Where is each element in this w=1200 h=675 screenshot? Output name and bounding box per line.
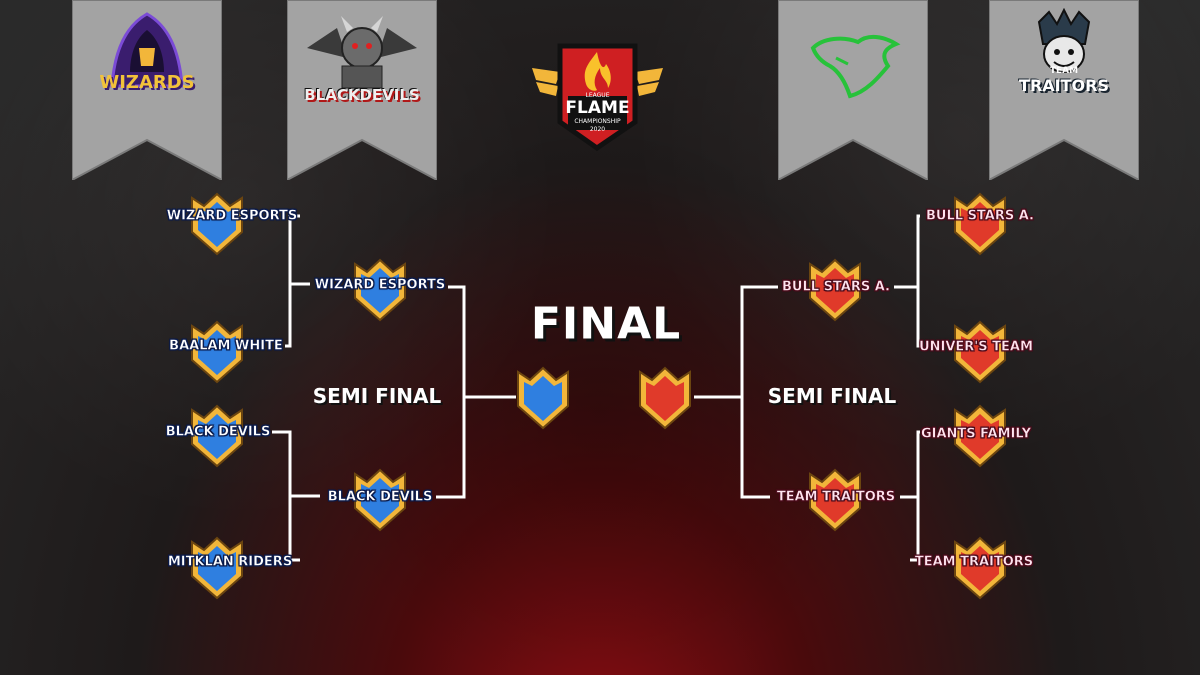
league-year: 2020: [589, 126, 606, 133]
shield-blue: [351, 258, 409, 324]
team-name-right-r1: UNIVER'S TEAM: [919, 339, 1033, 355]
final-label: FINAL: [530, 298, 682, 350]
shield-red: [951, 404, 1009, 470]
team-name-left-sf: WIZARD ESPORTS: [314, 277, 446, 293]
final-shield-red: [636, 366, 694, 432]
banner-bull: [778, 0, 928, 180]
semi-final-label-left: SEMI FINAL: [312, 384, 442, 408]
league-sub: CHAMPIONSHIP: [574, 118, 621, 125]
shield-blue: [188, 404, 246, 470]
banner-wordmark: WIZARDS: [99, 72, 195, 93]
semi-final-label-right: SEMI FINAL: [767, 384, 897, 408]
team-name-left-r1: WIZARD ESPORTS: [166, 208, 298, 224]
shield-red: [806, 468, 864, 534]
shield-red: [951, 536, 1009, 602]
team-name-right-r1: BULL STARS A.: [926, 208, 1034, 224]
team-name-right-sf: BULL STARS A.: [782, 279, 890, 295]
devil-logo-icon: [297, 8, 427, 118]
final-shield-blue: [514, 366, 572, 432]
league-name: FLAME: [565, 98, 630, 118]
shield-blue: [188, 192, 246, 258]
banner-blackdevils: BLACKDEVILS: [287, 0, 437, 180]
team-name-left-r1: BAALAM WHITE: [169, 338, 283, 354]
shield-red: [806, 258, 864, 324]
league-logo: LEAGUE FLAME CHAMPIONSHIP 2020: [530, 40, 665, 158]
banner-wordmark-super: TEAM: [1049, 66, 1079, 76]
banner-traitors: TEAM TRAITORS: [989, 0, 1139, 180]
team-name-right-sf: TEAM TRAITORS: [776, 489, 896, 505]
banner-wordmark: BLACKDEVILS: [304, 86, 420, 104]
banner-wizards: WIZARDS: [72, 0, 222, 180]
shield-blue: [188, 320, 246, 386]
bull-logo-icon: [788, 8, 918, 118]
league-top: LEAGUE: [585, 92, 610, 99]
shield-red: [951, 192, 1009, 258]
flame-logo-icon: [532, 43, 663, 152]
team-name-left-r1: BLACK DEVILS: [165, 424, 271, 440]
wizard-logo-icon: [82, 8, 212, 118]
team-name-left-r1: MITKLAN RIDERS: [167, 554, 293, 570]
shield-blue: [188, 536, 246, 602]
team-name-right-r1: GIANTS FAMILY: [920, 426, 1032, 442]
shield-red: [951, 320, 1009, 386]
team-name-right-r1: TEAM TRAITORS: [914, 554, 1034, 570]
banner-wordmark: TRAITORS: [1019, 76, 1109, 95]
team-name-left-sf: BLACK DEVILS: [327, 489, 433, 505]
shield-blue: [351, 468, 409, 534]
joker-logo-icon: [999, 8, 1129, 118]
